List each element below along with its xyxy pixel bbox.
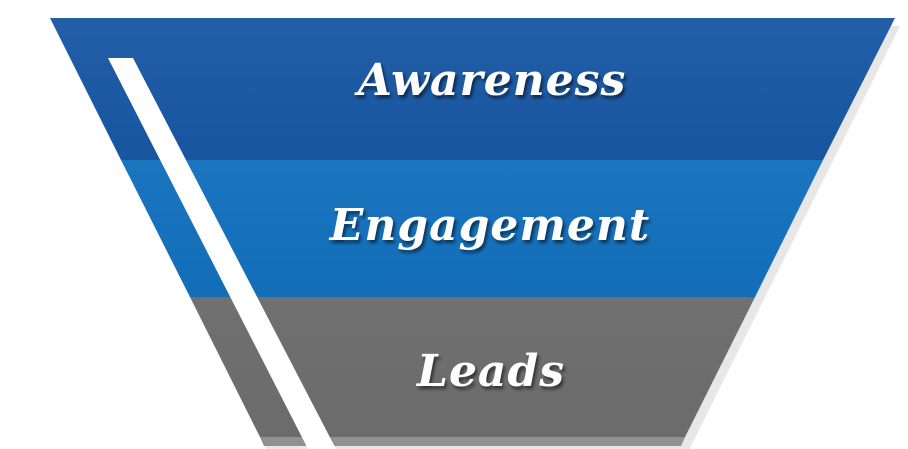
stage-labels: Awareness Engagement Leads (328, 55, 650, 397)
stage-label-leads: Leads (415, 346, 565, 397)
stage-label-awareness: Awareness (354, 55, 626, 106)
stage-label-engagement: Engagement (328, 200, 650, 251)
highlight-stripe (108, 58, 336, 449)
